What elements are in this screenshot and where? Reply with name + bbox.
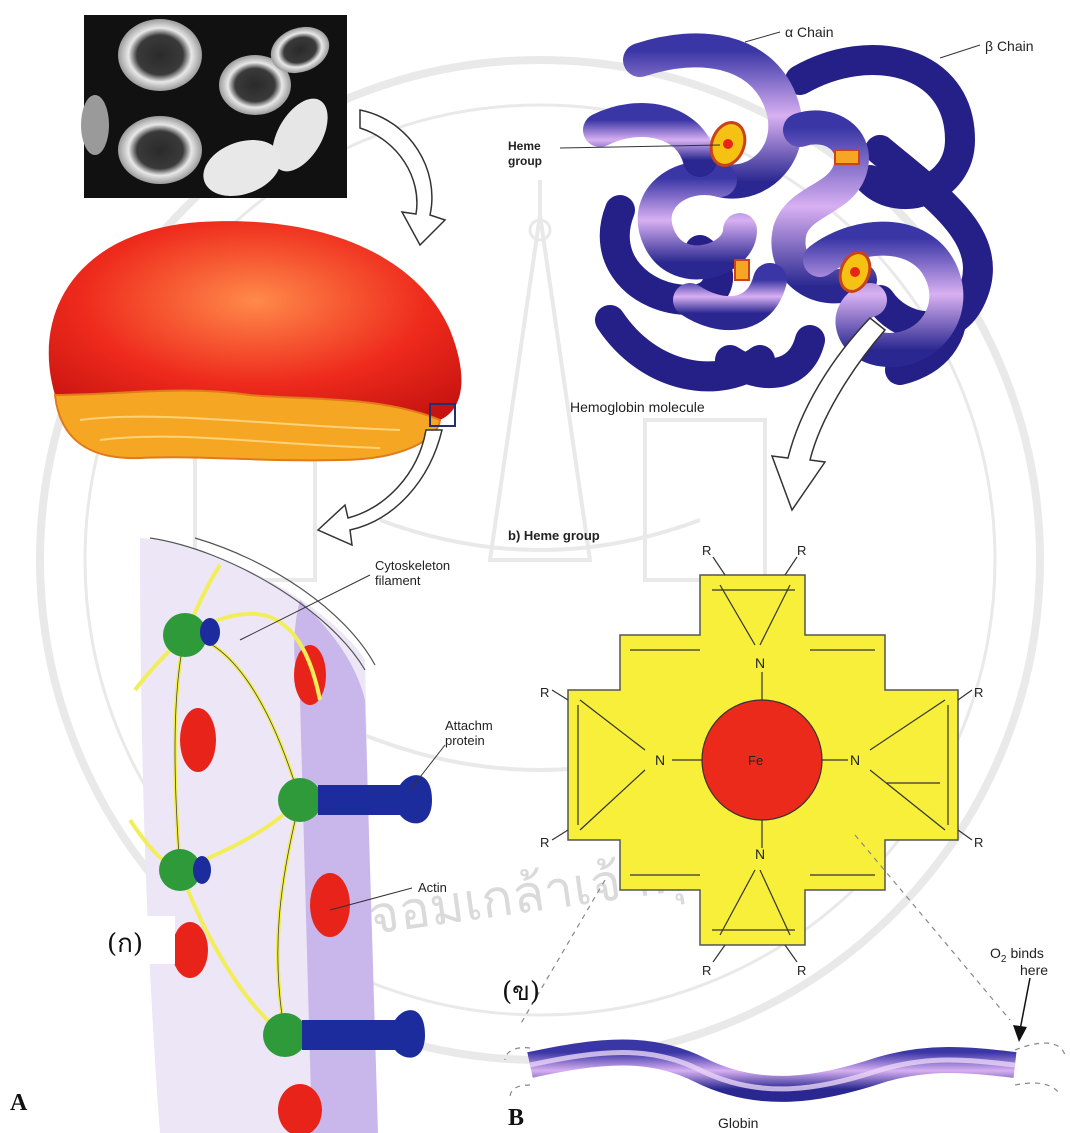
cytoskeleton-label-line1: Cytoskeleton [375,558,450,573]
o2-here-label: here [1020,962,1048,978]
r-group-left-bottom: R [540,835,549,850]
r-group-right-top: R [974,685,983,700]
attachment-label-line2: protein [445,733,485,748]
actin-label: Actin [418,880,447,895]
cytoskeleton-label-line2: filament [375,573,421,588]
membrane-detail [130,538,432,1133]
beta-chain-label: β Chain [985,38,1034,54]
red-blood-cell-cut [49,221,462,460]
o2-arrowhead [1013,1025,1027,1042]
r-group-right-bottom: R [974,835,983,850]
hemoglobin-molecule-label: Hemoglobin molecule [570,399,705,415]
o2-arrow [1020,978,1030,1030]
hemoglobin-molecule [600,50,978,376]
heme-heading: b) Heme group [508,528,600,543]
r-group-top-right: R [797,543,806,558]
panel-letter-a: A [10,1090,28,1116]
r-group-bottom-left: R [702,963,711,978]
alpha-chain-label: α Chain [785,24,834,40]
nitrogen-bottom: N [755,846,765,862]
iron-label: Fe [748,753,763,768]
heme-group-label-line2: group [508,154,542,168]
nitrogen-right: N [850,752,860,768]
arrow-hemoglobin-to-heme [772,318,885,510]
heme-group-label-line1: Heme [508,139,541,153]
r-group-top-left: R [702,543,711,558]
thai-label-a: (ก) [107,929,143,959]
r-group-bottom-right: R [797,963,806,978]
panel-letter-b: B [508,1105,524,1131]
attachment-label-line1: Attachm [445,718,493,733]
arrow-micrograph-to-rbc [360,110,445,245]
thai-label-b: (ข) [502,977,540,1007]
nitrogen-top: N [755,655,765,671]
globin-label: Globin [718,1115,758,1131]
nitrogen-left: N [655,752,665,768]
rbc-micrograph [81,15,347,206]
r-group-left-top: R [540,685,549,700]
